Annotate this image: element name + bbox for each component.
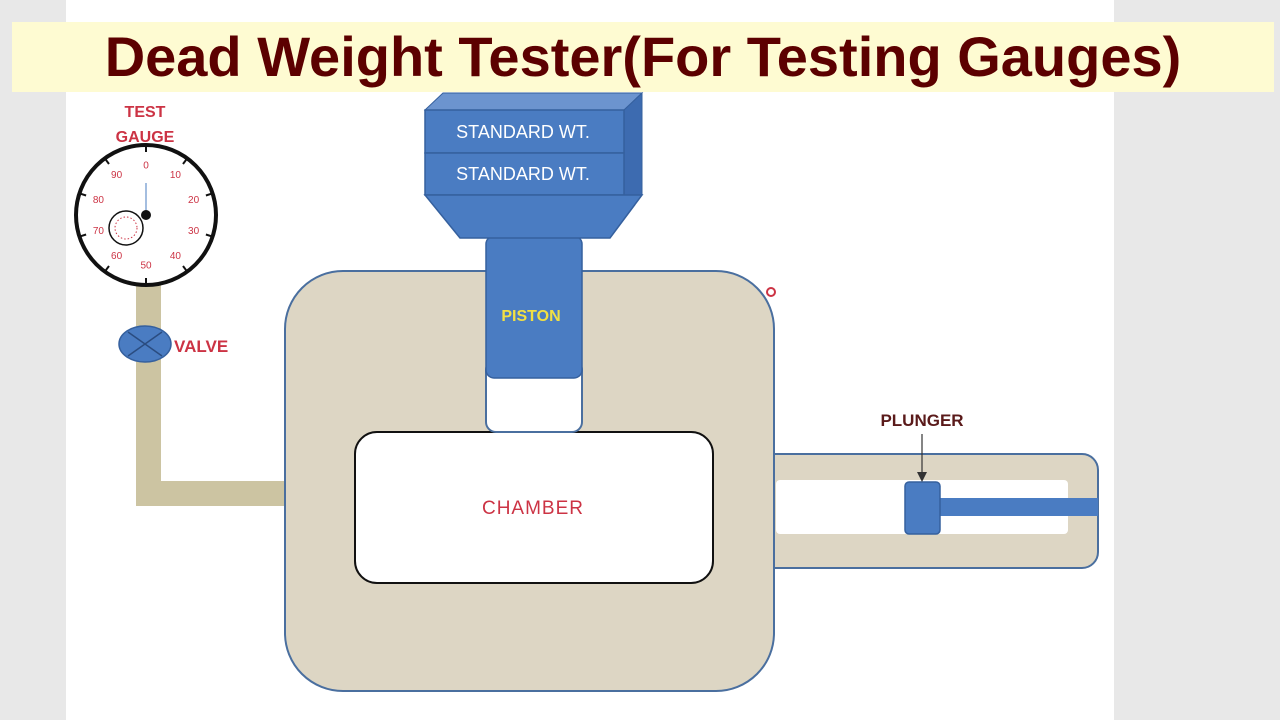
gauge-tick bbox=[205, 233, 212, 238]
standard-weight-2-label: STANDARD WT. bbox=[456, 164, 590, 184]
gauge-pipe-vertical bbox=[136, 272, 161, 506]
weight-platform bbox=[423, 194, 644, 239]
gauge-sub-dial bbox=[108, 210, 144, 246]
test-gauge: 0 10 20 30 40 50 60 70 80 90 bbox=[74, 143, 218, 287]
plunger-rod bbox=[938, 498, 1098, 516]
plunger-pointer-arrow bbox=[917, 472, 927, 482]
gauge-tick bbox=[104, 265, 110, 272]
gauge-pivot bbox=[141, 210, 151, 220]
gauge-scale-label: 60 bbox=[111, 251, 123, 262]
plunger-label: PLUNGER bbox=[880, 411, 963, 430]
weight-side-face bbox=[623, 91, 643, 196]
valve-cross-2 bbox=[127, 331, 163, 357]
standard-weight-1-label: STANDARD WT. bbox=[456, 122, 590, 142]
standard-weight-1 bbox=[424, 109, 625, 154]
standard-weight-2 bbox=[424, 152, 625, 196]
gauge-sub-dial-scale bbox=[114, 216, 138, 240]
gauge-scale-label: 20 bbox=[188, 195, 200, 206]
gauge-tick bbox=[182, 158, 188, 165]
test-gauge-label-line2: GAUGE bbox=[116, 129, 175, 146]
weight-top-face bbox=[423, 92, 644, 111]
page-title: Dead Weight Tester(For Testing Gauges) bbox=[104, 25, 1182, 88]
gauge-scale-label: 30 bbox=[188, 226, 200, 237]
gauge-scale-label: 70 bbox=[93, 226, 105, 237]
chamber-label: CHAMBER bbox=[482, 498, 584, 519]
plunger-head bbox=[904, 481, 941, 535]
piston-label: PISTON bbox=[501, 308, 560, 325]
gauge-scale-label: 50 bbox=[140, 261, 152, 272]
gauge-scale: 0 10 20 30 40 50 60 70 80 90 bbox=[93, 161, 200, 272]
gauge-ticks bbox=[80, 146, 212, 284]
gauge-scale-label: 0 bbox=[143, 161, 149, 172]
gauge-tick bbox=[80, 233, 87, 238]
gauge-tick bbox=[205, 192, 212, 197]
valve bbox=[118, 325, 172, 363]
gauge-scale-label: 10 bbox=[170, 170, 182, 181]
gauge-tick bbox=[104, 158, 110, 165]
gauge-scale-label: 40 bbox=[170, 251, 182, 262]
gauge-pipe-horizontal bbox=[136, 481, 290, 506]
valve-label: VALVE bbox=[174, 337, 228, 356]
gauge-tick bbox=[80, 192, 87, 197]
standard-weights: STANDARD WT. STANDARD WT. bbox=[423, 91, 644, 239]
gauge-scale-label: 80 bbox=[93, 195, 105, 206]
gauge-scale-label: 90 bbox=[111, 170, 123, 181]
title-bar: Dead Weight Tester(For Testing Gauges) bbox=[12, 22, 1274, 92]
gauge-tick bbox=[182, 265, 188, 272]
stray-mark bbox=[766, 287, 776, 297]
piston bbox=[485, 235, 583, 379]
test-gauge-label-line1: TEST bbox=[125, 104, 166, 121]
